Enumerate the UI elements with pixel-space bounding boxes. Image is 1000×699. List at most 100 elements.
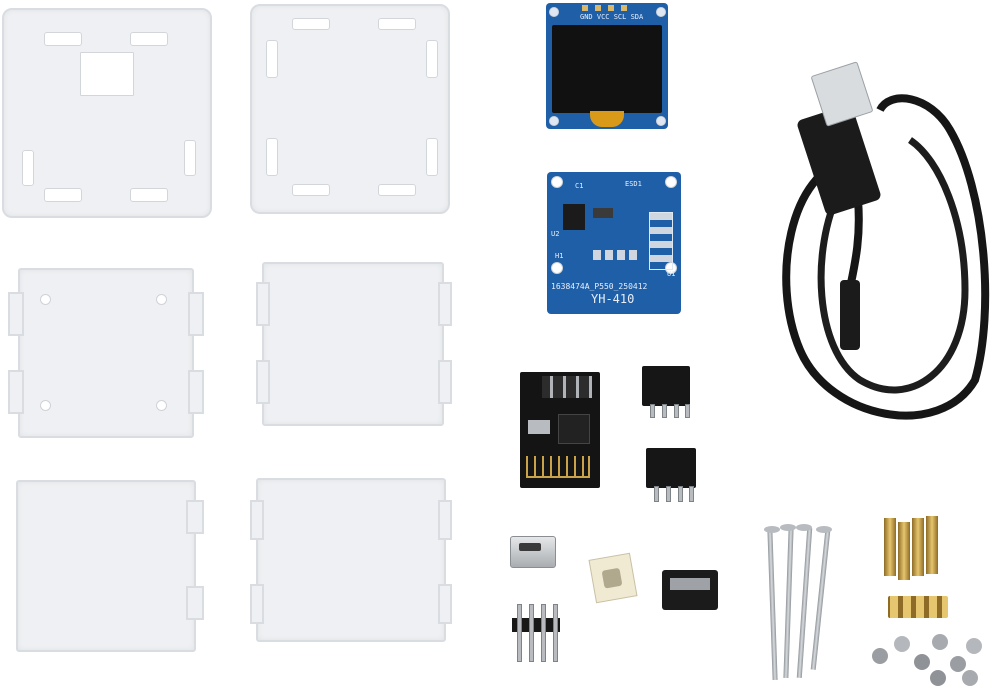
cable-loop-inner	[817, 137, 969, 394]
usb-opening	[519, 543, 541, 551]
standoff-icon	[884, 518, 896, 576]
panel-tab	[256, 282, 270, 326]
adapter-pcb: C1 ESD1 U2 H1 U1 1638474A_P550_250412 YH…	[547, 172, 681, 314]
acrylic-panel-mid-left	[18, 268, 194, 438]
panel-hole	[156, 294, 167, 305]
panel-slot	[292, 18, 330, 30]
screw-head	[764, 526, 780, 533]
panel-slot	[44, 32, 82, 46]
screw-icon	[966, 638, 982, 654]
panel-slot	[292, 184, 330, 196]
acrylic-panel-top-right	[250, 4, 450, 214]
ref-c1: C1	[575, 182, 584, 190]
usb-a-plug-metal	[811, 61, 873, 127]
header-pin	[541, 604, 546, 662]
header-pin	[650, 404, 655, 418]
screw-head	[780, 524, 796, 531]
micro-usb-plug	[840, 280, 860, 350]
pin-header	[542, 376, 592, 398]
panel-tab	[186, 586, 204, 620]
switch-cap	[601, 567, 623, 589]
acrylic-panel-top-left	[2, 8, 212, 218]
micro-usb-socket	[510, 536, 556, 568]
screw-icon	[810, 530, 831, 670]
screw-icon	[872, 648, 888, 664]
header-pin	[674, 404, 679, 418]
oled-pin-row	[582, 5, 634, 11]
panel-tab	[186, 500, 204, 534]
pcb-model: YH-410	[591, 292, 635, 306]
mount-hole	[656, 116, 666, 126]
mount-hole	[549, 116, 559, 126]
screw-head	[816, 526, 832, 533]
mount-hole	[665, 176, 677, 188]
panel-tab	[438, 282, 452, 326]
mount-hole	[551, 176, 563, 188]
panel-tab	[438, 584, 452, 624]
female-header-top	[642, 366, 690, 406]
antenna-trace	[526, 456, 590, 478]
screw-icon	[950, 656, 966, 672]
female-header-bottom	[646, 448, 696, 488]
panel-tab	[250, 500, 264, 540]
panel-slot	[266, 40, 278, 78]
screw-icon	[796, 528, 813, 678]
oled-pin-labels: GND VCC SCL SDA	[580, 13, 644, 21]
oled-ribbon	[590, 111, 624, 127]
male-pin-header	[512, 618, 560, 632]
screw-icon	[914, 654, 930, 670]
short-standoffs	[888, 596, 948, 618]
cable-loop-outer	[782, 94, 990, 420]
standoff-icon	[898, 522, 910, 580]
panel-tab	[256, 360, 270, 404]
panel-tab	[250, 584, 264, 624]
usb-a-plug-body	[797, 105, 881, 215]
panel-tab	[8, 370, 24, 414]
acrylic-panel-bottom-left	[16, 480, 196, 652]
panel-tab	[438, 360, 452, 404]
header-pin	[685, 404, 690, 418]
panel-window	[80, 52, 134, 96]
header-pin	[666, 486, 671, 502]
header-pin	[662, 404, 667, 418]
header-pin	[689, 486, 694, 502]
standoff-icon	[926, 516, 938, 574]
acrylic-panel-mid-right	[262, 262, 444, 426]
small-screws	[870, 632, 988, 690]
crystal	[528, 420, 550, 434]
oled-display-module: GND VCC SCL SDA	[546, 3, 668, 129]
header-pin	[529, 604, 534, 662]
panel-tab	[188, 292, 204, 336]
header-pin	[654, 486, 659, 502]
screw-icon	[932, 634, 948, 650]
panel-slot	[184, 140, 196, 176]
panel-slot	[44, 188, 82, 202]
screw-icon	[962, 670, 978, 686]
panel-slot	[378, 18, 416, 30]
header-pin	[517, 604, 522, 662]
screw-head	[796, 524, 812, 531]
header-pads	[593, 250, 639, 260]
socket-pads	[649, 212, 673, 270]
slide-switch	[662, 570, 718, 610]
ref-u1: U1	[667, 270, 676, 278]
panel-slot	[130, 32, 168, 46]
smd-parts	[593, 208, 613, 218]
chip	[558, 414, 590, 444]
panel-slot	[426, 40, 438, 78]
screw-icon	[894, 636, 910, 652]
screw-icon	[930, 670, 946, 686]
mount-hole	[549, 7, 559, 17]
panel-slot	[266, 138, 278, 176]
esp-wifi-module	[520, 372, 600, 488]
tactile-switch	[588, 552, 638, 604]
screw-icon	[767, 529, 778, 681]
ref-u2: U2	[551, 230, 560, 238]
switch-contacts	[670, 578, 710, 590]
panel-hole	[156, 400, 167, 411]
pcb-part-code: 1638474A_P550_250412	[551, 282, 648, 291]
ref-h1: H1	[555, 252, 564, 260]
panel-tab	[8, 292, 24, 336]
panel-slot	[378, 184, 416, 196]
panel-slot	[130, 188, 168, 202]
